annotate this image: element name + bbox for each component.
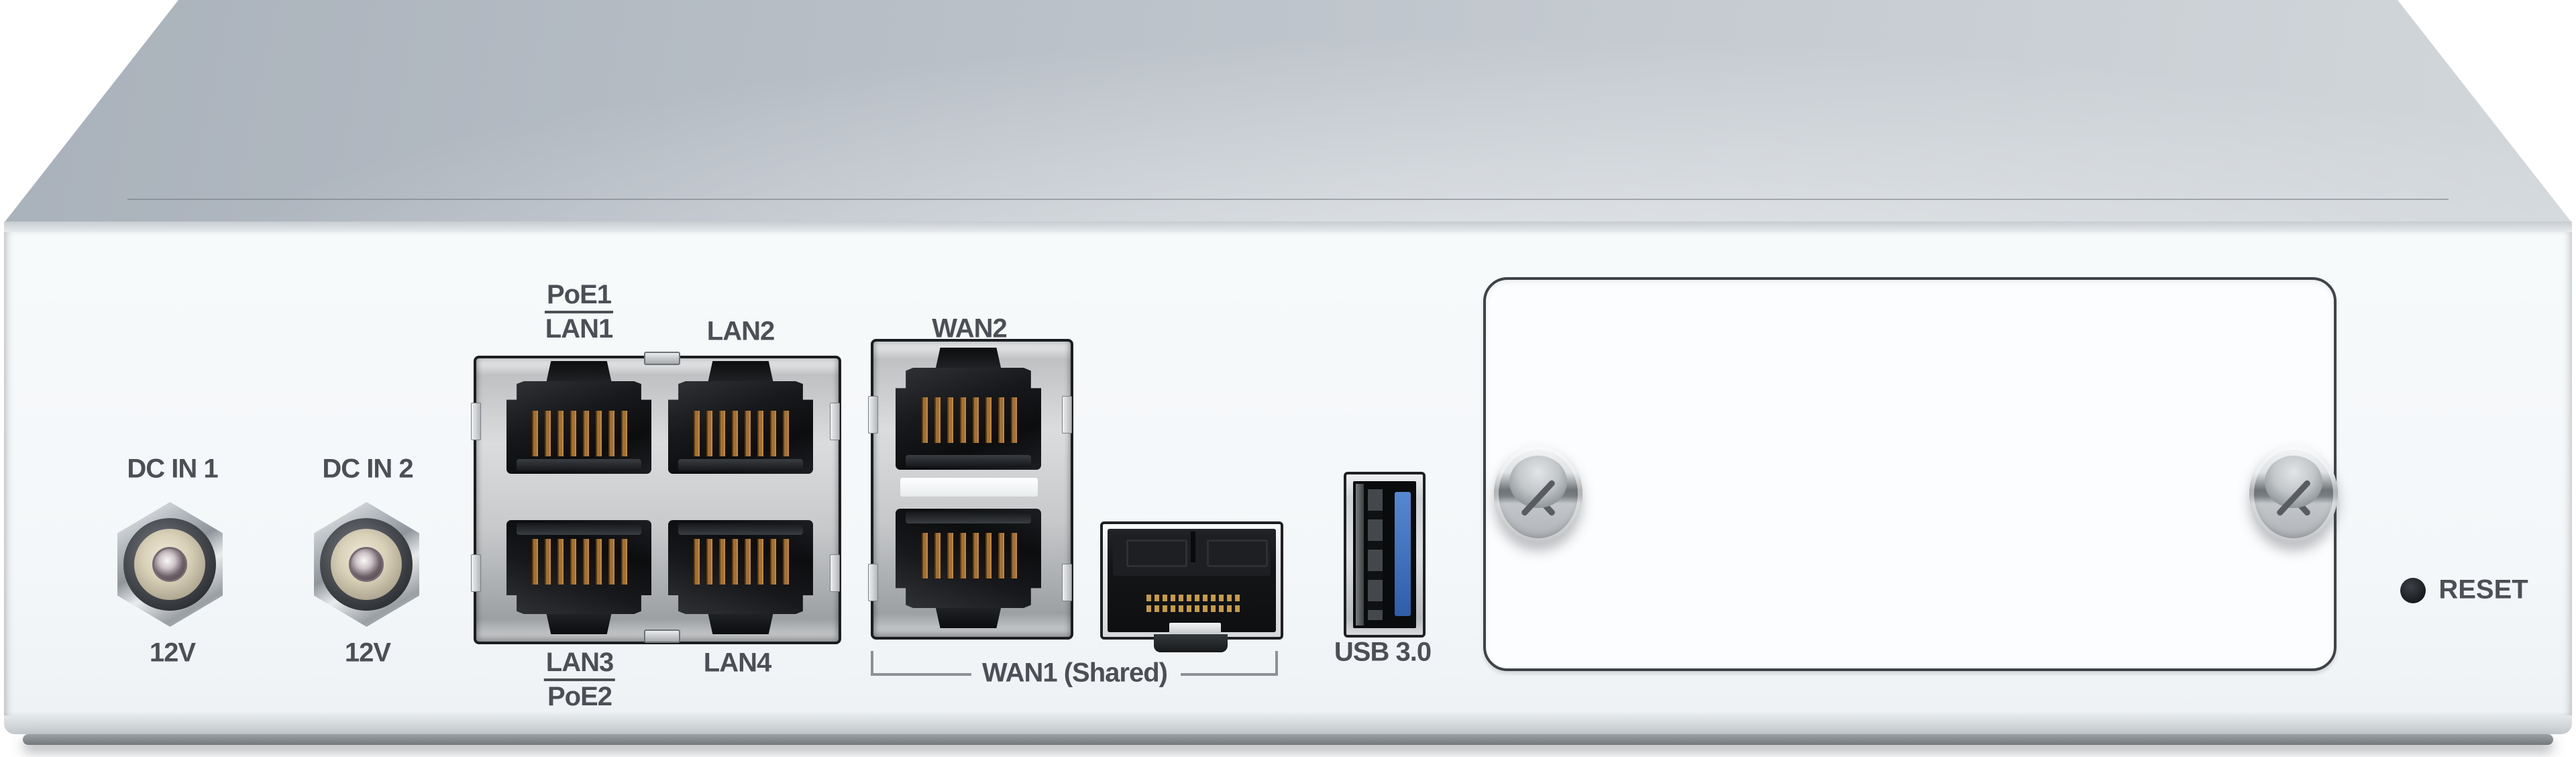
chassis-bottom-edge — [23, 734, 2553, 745]
wan1-bracket-left-line — [872, 673, 971, 676]
dc-in-2-voltage-label: 12V — [344, 638, 391, 668]
rj45-contacts — [917, 533, 1020, 578]
lan4-label: LAN4 — [703, 648, 771, 678]
frame-notch — [830, 403, 840, 440]
frame-notch — [1062, 396, 1072, 434]
usb3-port — [1344, 472, 1426, 638]
lan-frame-top-latch — [644, 352, 680, 365]
wan1-bracket-right-tick — [1275, 651, 1278, 676]
rj45-jack-lan2 — [668, 361, 813, 474]
lan3-label: LAN3 — [543, 648, 616, 681]
wan1-shared-label: WAN1 (Shared) — [982, 658, 1168, 688]
frame-notch — [830, 554, 840, 592]
poe2-label: PoE2 — [547, 682, 612, 711]
rj45-lip — [517, 459, 641, 471]
screw-dome — [2265, 456, 2322, 508]
wan2-label: WAN2 — [932, 313, 1008, 344]
frame-notch — [1062, 564, 1072, 601]
rj45-contacts — [690, 411, 792, 456]
wan-port-divider — [900, 478, 1038, 497]
sfp-guide-slot — [1126, 540, 1187, 567]
dc-center-pin — [152, 547, 187, 582]
dc-in-2-label: DC IN 2 — [322, 454, 413, 484]
poe1-label: PoE1 — [544, 281, 614, 313]
chassis-bottom-lip — [4, 715, 2572, 734]
rj45-contacts — [690, 539, 792, 585]
rj45-lip — [906, 511, 1031, 523]
rj45-lip — [906, 455, 1031, 467]
reset-label: RESET — [2438, 574, 2528, 605]
lan1-poe1-label: PoE1 LAN1 — [544, 281, 614, 344]
dc-in-1-voltage-label: 12V — [149, 638, 196, 668]
usb-interior — [1353, 481, 1416, 628]
sfp-bottom-tab — [1154, 634, 1228, 652]
sfp-contact-row — [1146, 595, 1241, 601]
rj45-lip — [678, 523, 803, 535]
chassis-front-bevel — [4, 221, 2572, 232]
usb-side-wall — [1356, 484, 1364, 625]
rj45-lip — [678, 459, 803, 471]
dc-in-1-label: DC IN 1 — [127, 454, 218, 484]
rj45-lip — [517, 523, 641, 535]
rj45-contacts — [528, 539, 630, 585]
rj45-contacts — [528, 411, 630, 456]
frame-notch — [868, 396, 878, 434]
frame-notch — [471, 403, 481, 440]
reset-button — [2400, 578, 2426, 603]
chassis-top-seam — [127, 199, 2449, 200]
sfp-cage-interior — [1108, 529, 1276, 634]
expansion-plate-screw-left — [1494, 445, 1582, 543]
rj45-jack-lan4 — [668, 520, 813, 634]
lan3-poe2-label: LAN3 PoE2 — [543, 648, 616, 711]
lan-frame-bottom-latch — [644, 629, 680, 643]
rj45-jack-lan3 — [506, 520, 651, 634]
sfp-guide-slot — [1207, 540, 1268, 567]
rj45-jack-wan2 — [896, 348, 1041, 470]
sfp-center-divider — [1191, 532, 1195, 562]
expansion-plate-screw-right — [2249, 445, 2338, 543]
sfp-contact-row — [1146, 605, 1241, 612]
usb3-label: USB 3.0 — [1334, 637, 1432, 667]
rj45-jack-lan1 — [506, 361, 651, 474]
rj45-jack-wan1 — [896, 509, 1041, 628]
dc-center-pin — [349, 547, 384, 582]
lan1-label: LAN1 — [545, 314, 613, 344]
usb-contact-blocks — [1368, 489, 1383, 620]
frame-notch — [868, 564, 878, 601]
expansion-bay-blank-plate — [1483, 277, 2337, 671]
frame-notch — [471, 554, 481, 592]
wan1-bracket-right-line — [1181, 673, 1278, 676]
wan1-bracket-left-tick — [871, 651, 873, 676]
lan2-label: LAN2 — [706, 316, 775, 346]
sfp-pull-tab — [1169, 623, 1221, 634]
rj45-contacts — [917, 397, 1020, 443]
screw-dome — [1509, 456, 1567, 508]
chassis-top-surface — [4, 0, 2572, 223]
usb-blue-tongue — [1395, 492, 1411, 616]
sfp-port-wan1 — [1100, 521, 1283, 640]
